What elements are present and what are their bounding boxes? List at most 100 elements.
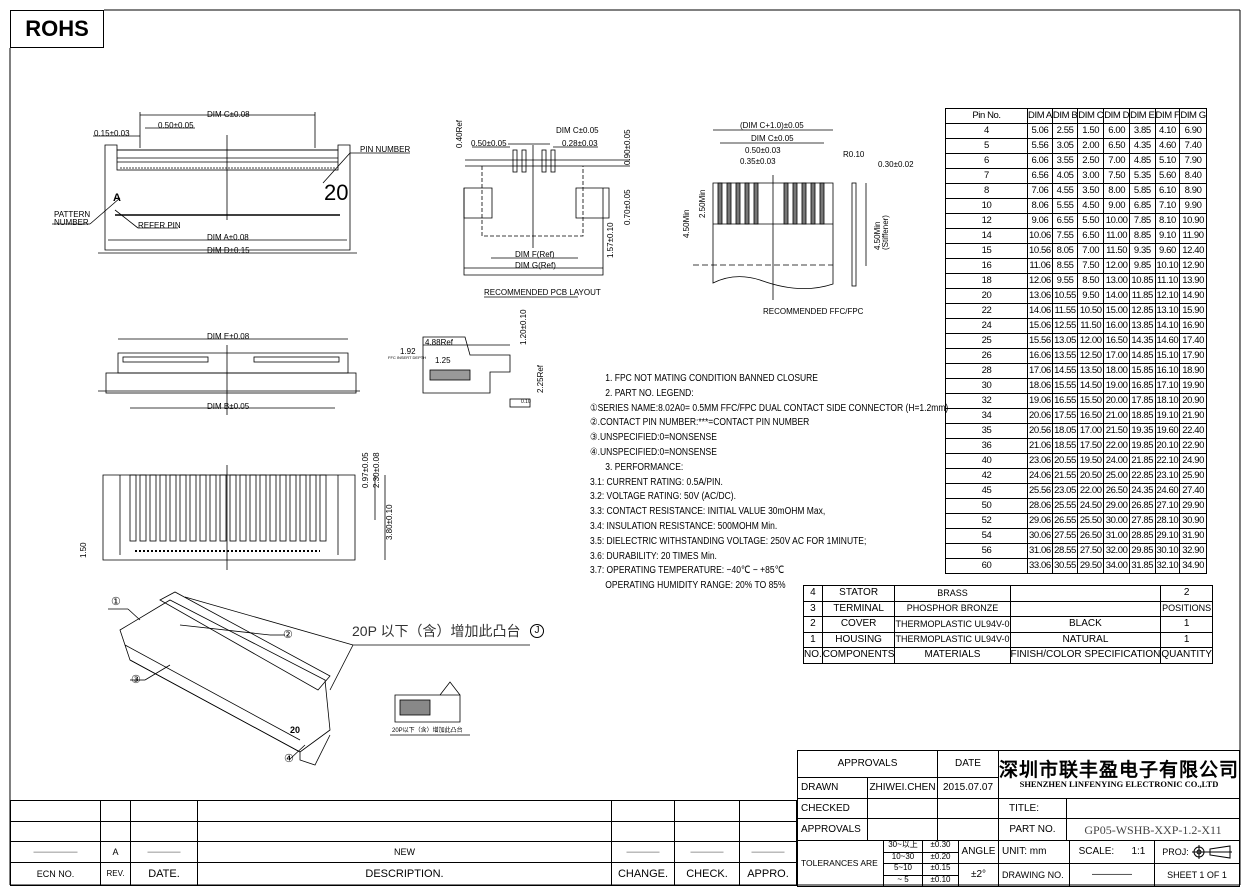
dim-cell: 5.35 [1129,168,1156,184]
dim-cell: 2.50 [1077,153,1105,169]
title-value[interactable] [1065,798,1241,819]
pin-count-cell: 22 [945,303,1028,319]
note-line: ③.UNSPECIFIED:0=NONSENSE [590,432,717,444]
angle-value: ±2° [970,869,987,880]
dim-cell: 32.00 [1103,543,1131,559]
rev-value: A [100,841,131,863]
dim-cell: 12.00 [1103,258,1131,274]
bom-cell: 2 [803,616,823,633]
dim-label: 3.80±0.10 [385,504,394,540]
dim-label: 0.97±0.05 [361,452,370,488]
note-line: ④.UNSPECIFIED:0=NONSENSE [590,446,717,458]
pin-count-cell: 4 [945,123,1028,139]
small-side-view [390,681,470,736]
note-line: 3. PERFORMANCE: [605,461,684,473]
dim-cell: 26.55 [1051,513,1079,529]
dim-cell: 30.90 [1179,513,1207,529]
terminal-slot [159,474,167,542]
bom-cell: 1 [1160,631,1213,648]
tolerance-range: 5~10 [884,864,923,875]
dim-cell: 9.85 [1129,258,1156,274]
dim-cell: 13.06 [1027,288,1053,304]
dim-cell: 13.85 [1129,318,1156,334]
dim-cell: 15.56 [1027,333,1053,349]
dim-label: 4.50Min [682,209,691,238]
dim-cell: 3.55 [1051,153,1079,169]
check-header: CHECK. [674,862,740,886]
terminal-slot [189,474,197,542]
dim-cell: 15.50 [1077,393,1105,409]
dim-cell: 4.35 [1129,138,1156,154]
note-line: 1. FPC NOT MATING CONDITION BANNED CLOSU… [605,373,818,384]
dim-cell: 18.55 [1051,438,1079,454]
dim-cell: 3.00 [1077,168,1105,184]
dim-cell: 9.55 [1051,273,1079,289]
column-header: Pin No. [945,108,1028,124]
dim-cell: 9.00 [1103,198,1131,214]
drawing-no-value: ———— [1070,864,1155,886]
bom-header: QUANTITY [1160,647,1213,664]
dim-cell: 10.90 [1179,213,1207,229]
unit-label: UNIT: mm [999,841,1070,863]
dim-cell: 25.56 [1027,483,1053,499]
pin-number-value: 20 [324,180,349,205]
dim-cell: 14.60 [1154,333,1181,349]
dim-cell: 23.10 [1154,468,1181,484]
dim-cell: 23.06 [1027,453,1053,469]
dim-cell: 7.00 [1103,153,1131,169]
dim-cell: 6.85 [1129,198,1156,214]
title-block: APPROVALS DATE 深圳市联丰盈电子有限公司 SHENZHEN LIN… [797,750,1241,887]
dim-cell: 17.90 [1179,348,1207,364]
note-line: 3.5: DIELECTRIC WITHSTANDING VOLTAGE: 25… [590,535,867,547]
pin-count-cell: 30 [945,378,1028,394]
dim-cell: 5.50 [1077,213,1105,229]
dim-cell: 12.00 [1077,333,1105,349]
dim-cell: 20.50 [1077,468,1105,484]
dim-label: 1.92 [400,347,416,356]
dim-cell: 2.55 [1051,123,1079,139]
dim-cell: 10.55 [1051,288,1079,304]
dim-cell: 16.55 [1051,393,1079,409]
boss-note: 20P 以下（含）增加此凸台 [352,623,521,639]
dim-cell: 19.60 [1154,423,1181,439]
dim-label: 2.30±0.08 [372,452,381,488]
dim-cell: 15.10 [1154,348,1181,364]
drawn-date: 2015.07.07 [936,777,999,799]
dim-cell: 4.05 [1051,168,1079,184]
dim-cell: 10.10 [1154,258,1181,274]
appro-header: APPRO. [739,862,797,886]
dim-cell: 31.06 [1027,543,1053,559]
company-name-cn: 深圳市联丰盈电子有限公司 [998,759,1239,781]
tolerance-row: 30~以上±0.30 [884,841,958,853]
terminal-slot [169,474,177,542]
terminal-slot [239,474,247,542]
dim-cell: 15.55 [1051,378,1079,394]
pin-count-cell: 8 [945,183,1028,199]
dim-label: 0.35±0.03 [740,157,776,166]
dim-cell: 26.50 [1077,528,1105,544]
dim-cell: 14.35 [1129,333,1156,349]
tolerance-row: 5~10±0.15 [884,864,958,876]
note-line: OPERATING HUMIDITY RANGE: 20% TO 85% [605,580,786,592]
bom-cell: STATOR [821,585,896,602]
dim-cell: 27.55 [1051,528,1079,544]
pin-number-label: PIN NUMBER [360,145,411,154]
pin-count-cell: 50 [945,498,1028,514]
bom-header: MATERIALS [894,647,1011,664]
pin-count-cell: 16 [945,258,1028,274]
dim-cell: 11.90 [1179,228,1207,244]
dim-cell: 17.85 [1129,393,1156,409]
dim-cell: 4.85 [1129,153,1156,169]
dim-cell: 9.06 [1027,213,1053,229]
dim-cell: 3.05 [1051,138,1079,154]
dim-cell: 6.50 [1103,138,1131,154]
dim-label: DIM F(Ref) [515,250,555,259]
pin-count-cell: 18 [945,273,1028,289]
dim-cell: 18.05 [1051,423,1079,439]
note-line: ②.CONTACT PIN NUMBER:***=CONTACT PIN NUM… [590,417,810,429]
